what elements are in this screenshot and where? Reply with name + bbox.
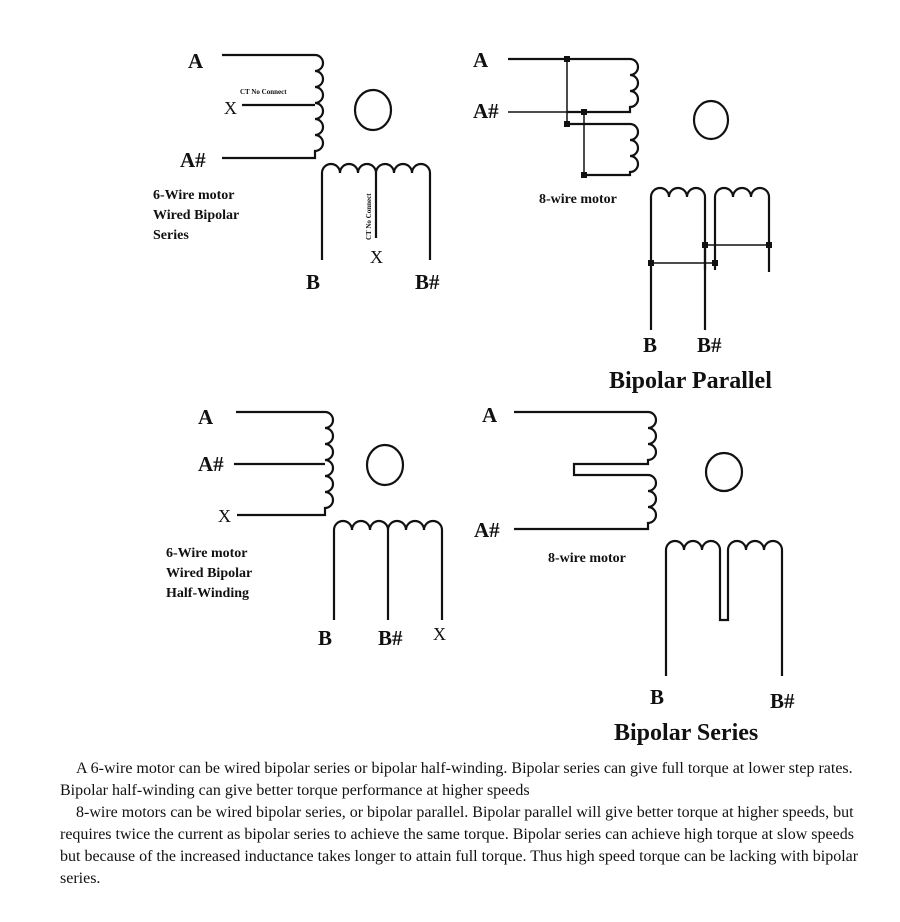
- label-b-sharp: B#: [378, 626, 403, 650]
- label-ct-b: CT No Connect: [365, 193, 373, 240]
- diagram-8wire-series: A A# 8-wire motor B B# Bipolar Series: [474, 403, 795, 746]
- junction-dot: [712, 260, 718, 266]
- junction-dot: [766, 242, 772, 248]
- explanation-text: A 6-wire motor can be wired bipolar seri…: [60, 758, 860, 890]
- diagram-caption: Bipolar Parallel: [609, 368, 772, 394]
- coil-a-series-winding: [514, 410, 658, 531]
- diagram-6wire-half-winding: A A# X 6-Wire motor Wired Bipolar Half-W…: [166, 405, 446, 650]
- rotor-circle: [704, 451, 744, 493]
- coil-a1-winding: [508, 57, 640, 114]
- label-a-sharp: A#: [198, 452, 224, 476]
- explanation-paragraph: 8-wire motors can be wired bipolar serie…: [60, 804, 859, 887]
- label-b: B: [306, 270, 320, 294]
- label-b: B: [643, 333, 657, 357]
- label-a: A: [482, 403, 498, 427]
- rotor-circle: [353, 88, 393, 132]
- label-a-sharp: A#: [180, 148, 206, 172]
- motor-label: 8-wire motor: [548, 551, 626, 566]
- junction-dot: [648, 260, 654, 266]
- rotor-circle: [365, 443, 405, 487]
- junction-dot: [702, 242, 708, 248]
- label-a-sharp: A#: [474, 518, 500, 542]
- label-a-sharp: A#: [473, 99, 499, 123]
- label-x-a: X: [218, 506, 231, 526]
- label-b-sharp: B#: [770, 689, 795, 713]
- coil-a2-winding: [567, 122, 640, 177]
- motor-label: 8-wire motor: [539, 192, 617, 207]
- diagram-caption: Bipolar Series: [614, 720, 758, 746]
- diagram-6wire-series: A A# X CT No Connect CT No Connect X B B…: [153, 49, 440, 294]
- label-b: B: [650, 685, 664, 709]
- label-x-b: X: [370, 247, 383, 267]
- diagram-title: 6-Wire motor Wired Bipolar Half-Winding: [166, 546, 255, 601]
- label-ct-a: CT No Connect: [240, 88, 287, 96]
- coil-b2-winding: [713, 186, 771, 272]
- diagram-8wire-parallel: A A# 8-wire motor B B# Bipolar Parallel: [473, 48, 772, 394]
- junction-dot: [581, 172, 587, 178]
- junction-dot: [564, 56, 570, 62]
- wiring-diagrams: A A# X CT No Connect CT No Connect X B B…: [153, 48, 795, 746]
- label-a: A: [473, 48, 489, 72]
- coil-b1-winding: [649, 186, 707, 330]
- label-b-sharp: B#: [415, 270, 440, 294]
- label-a: A: [198, 405, 214, 429]
- coil-a-winding: [236, 410, 335, 517]
- junction-dot: [581, 109, 587, 115]
- coil-b-series-winding: [664, 539, 784, 676]
- label-x-b: X: [433, 624, 446, 644]
- label-b: B: [318, 626, 332, 650]
- label-a: A: [188, 49, 204, 73]
- label-b-sharp: B#: [697, 333, 722, 357]
- diagram-title: 6-Wire motor Wired Bipolar Series: [153, 188, 242, 243]
- rotor-circle: [692, 99, 730, 141]
- coil-a-winding: [222, 53, 325, 160]
- label-x-a: X: [224, 98, 237, 118]
- junction-dot: [564, 121, 570, 127]
- explanation-paragraph: A 6-wire motor can be wired bipolar seri…: [60, 760, 853, 799]
